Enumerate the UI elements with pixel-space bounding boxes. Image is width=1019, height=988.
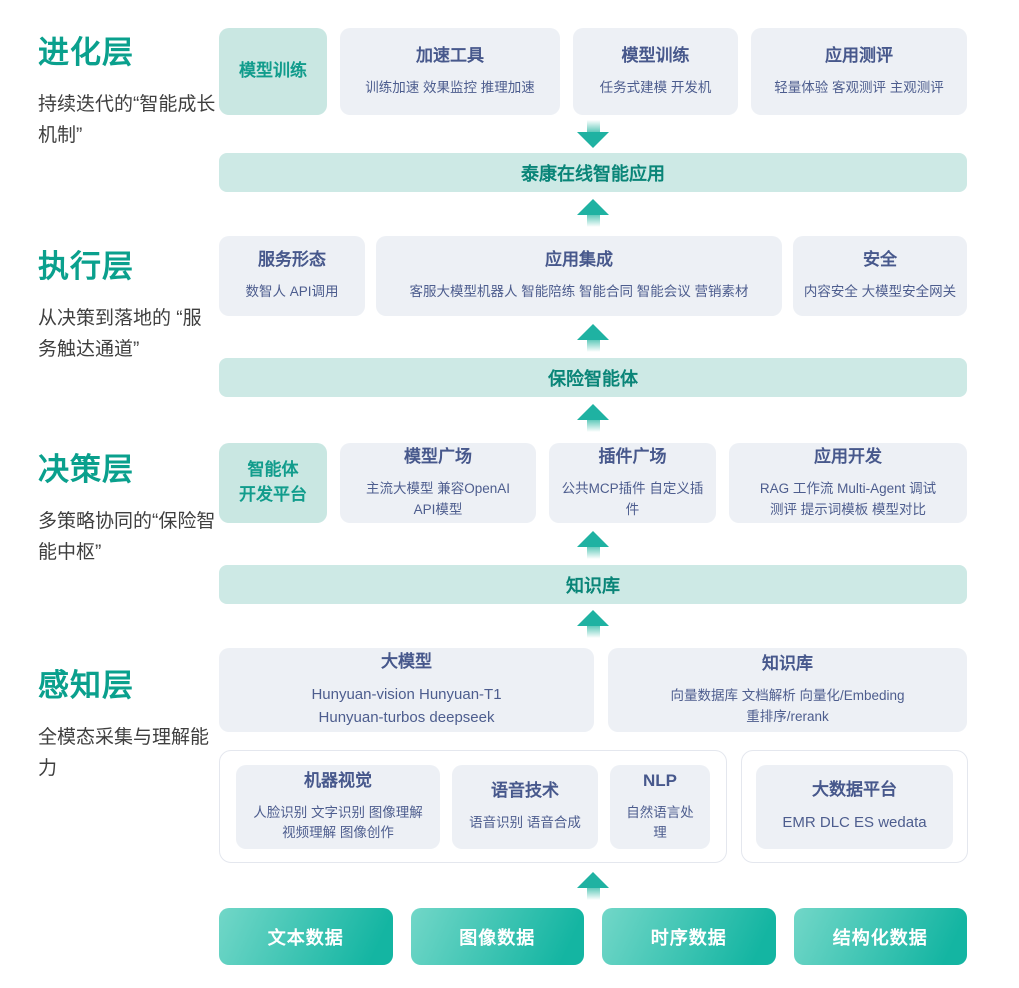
container-big-data: 大数据平台 EMR DLC ES wedata <box>741 750 968 863</box>
box-app-development: 应用开发 RAG 工作流 Multi-Agent 调试 测评 提示词模板 模型对… <box>729 443 967 523</box>
box-items: 公共MCP插件 自定义插件 <box>561 481 704 517</box>
layer-title: 执行层 <box>38 249 134 284</box>
box-app-evaluation: 应用测评 轻量体验 客观测评 主观测评 <box>751 28 967 115</box>
box-service-forms: 服务形态 数智人 API调用 <box>219 236 365 316</box>
banner-label: 泰康在线智能应用 <box>521 163 665 184</box>
layer-subtitle: 多策略协同的“保险智能中枢” <box>38 511 216 564</box>
box-nlp: NLP 自然语言处理 <box>610 764 710 849</box>
box-title: 应用集成 <box>545 250 613 270</box>
box-items: 自然语言处理 <box>626 804 694 841</box>
banner-taikang-online-ai-apps: 泰康在线智能应用 <box>219 153 967 192</box>
box-app-integration: 应用集成 客服大模型机器人 智能陪练 智能合同 智能会议 营销素材 <box>376 236 782 316</box>
box-items: 内容安全 大模型安全网关 <box>803 284 957 300</box>
box-title: 加速工具 <box>416 45 484 65</box>
box-title: 应用开发 <box>814 447 882 467</box>
box-speech-tech: 语音技术 语音识别 语音合成 <box>452 764 598 849</box>
box-title: 模型广场 <box>404 447 472 467</box>
box-items: 主流大模型 兼容OpenAI API模型 <box>365 481 511 517</box>
box-plugin-plaza: 插件广场 公共MCP插件 自定义插件 <box>549 443 716 523</box>
box-model-training-highlight: 模型训练 <box>219 28 327 115</box>
box-items: 语音识别 语音合成 <box>469 814 581 830</box>
box-title: 机器视觉 <box>304 770 372 790</box>
layer-label-execution: 执行层 从决策到落地的 “服务触达通道” <box>38 241 220 366</box>
flow-arrow-up-icon <box>576 404 610 432</box>
data-source-timeseries: 时序数据 <box>602 908 776 965</box>
box-label: 智能体 <box>247 460 299 480</box>
box-large-models: 大模型 Hunyuan-vision Hunyuan-T1 Hunyuan-tu… <box>219 648 594 732</box>
layer-label-evolution: 进化层 持续迭代的“智能成长机制” <box>38 27 220 152</box>
box-items: 向量数据库 文档解析 向量化/Embeding 重排序/rerank <box>670 688 905 724</box>
banner-label: 知识库 <box>566 575 620 596</box>
flow-arrow-down-icon <box>576 120 610 148</box>
layer-row-evolution: 模型训练 加速工具 训练加速 效果监控 推理加速 模型训练 任务式建模 开发机 … <box>219 28 967 115</box>
flow-arrow-up-icon <box>576 531 610 559</box>
data-source-image: 图像数据 <box>410 908 584 965</box>
banner-label: 保险智能体 <box>548 368 638 389</box>
box-items: Hunyuan-vision Hunyuan-T1 Hunyuan-turbos… <box>311 686 502 726</box>
layer-title: 进化层 <box>38 35 134 70</box>
box-security: 安全 内容安全 大模型安全网关 <box>793 236 967 316</box>
box-title: NLP <box>643 770 677 790</box>
data-source-row: 文本数据 图像数据 时序数据 结构化数据 <box>219 908 967 965</box>
flow-arrow-up-icon <box>576 872 610 900</box>
layer-subtitle: 持续迭代的“智能成长机制” <box>38 94 216 147</box>
box-accelerate-tools: 加速工具 训练加速 效果监控 推理加速 <box>340 28 560 115</box>
layer-row-decision: 智能体 开发平台 模型广场 主流大模型 兼容OpenAI API模型 插件广场 … <box>219 443 967 523</box>
banner-insurance-agent: 保险智能体 <box>219 358 967 397</box>
box-model-plaza: 模型广场 主流大模型 兼容OpenAI API模型 <box>340 443 536 523</box>
box-title: 应用测评 <box>825 45 893 65</box>
layer-title: 感知层 <box>38 668 134 703</box>
layer-subtitle: 全模态采集与理解能力 <box>38 727 210 780</box>
box-model-training: 模型训练 任务式建模 开发机 <box>573 28 738 115</box>
box-items: 轻量体验 客观测评 主观测评 <box>774 79 944 95</box>
box-title: 模型训练 <box>621 45 690 65</box>
box-title: 知识库 <box>762 654 813 674</box>
layer-label-decision: 决策层 多策略协同的“保险智能中枢” <box>38 444 220 569</box>
box-items: RAG 工作流 Multi-Agent 调试 测评 提示词模板 模型对比 <box>759 481 937 517</box>
flow-arrow-up-icon <box>576 199 610 227</box>
box-computer-vision: 机器视觉 人脸识别 文字识别 图像理解 视频理解 图像创作 <box>236 764 440 849</box>
layer-title: 决策层 <box>38 452 134 487</box>
layer-row-execution: 服务形态 数智人 API调用 应用集成 客服大模型机器人 智能陪练 智能合同 智… <box>219 236 967 316</box>
box-big-data-platform: 大数据平台 EMR DLC ES wedata <box>756 764 953 849</box>
box-items: 任务式建模 开发机 <box>599 79 712 95</box>
box-agent-dev-platform-highlight: 智能体 开发平台 <box>219 443 327 523</box>
data-source-text: 文本数据 <box>219 908 393 965</box>
box-items: 训练加速 效果监控 推理加速 <box>365 79 535 95</box>
layer-row-perception: 大模型 Hunyuan-vision Hunyuan-T1 Hunyuan-tu… <box>219 648 967 732</box>
box-items: 数智人 API调用 <box>245 284 339 300</box>
box-title: 大数据平台 <box>812 779 897 799</box>
box-items: 客服大模型机器人 智能陪练 智能合同 智能会议 营销素材 <box>409 284 749 300</box>
layer-subtitle: 从决策到落地的 “服务触达通道” <box>38 308 202 361</box>
box-title: 语音技术 <box>491 780 559 800</box>
flow-arrow-up-icon <box>576 324 610 352</box>
box-title: 大模型 <box>381 651 432 671</box>
container-ai-capabilities: 机器视觉 人脸识别 文字识别 图像理解 视频理解 图像创作 语音技术 语音识别 … <box>219 750 727 863</box>
data-source-structured: 结构化数据 <box>793 908 967 965</box>
box-items: 人脸识别 文字识别 图像理解 视频理解 图像创作 <box>253 804 423 841</box>
box-title: 服务形态 <box>258 250 326 270</box>
box-label: 模型训练 <box>239 61 307 81</box>
box-items: EMR DLC ES wedata <box>782 813 927 831</box>
box-title: 安全 <box>863 250 897 270</box>
layer-label-perception: 感知层 全模态采集与理解能力 <box>38 660 220 785</box>
box-label: 开发平台 <box>239 485 307 504</box>
flow-arrow-up-icon <box>576 610 610 638</box>
box-title: 插件广场 <box>598 447 667 467</box>
banner-knowledge-base: 知识库 <box>219 565 967 604</box>
box-knowledge-base: 知识库 向量数据库 文档解析 向量化/Embeding 重排序/rerank <box>608 648 967 732</box>
